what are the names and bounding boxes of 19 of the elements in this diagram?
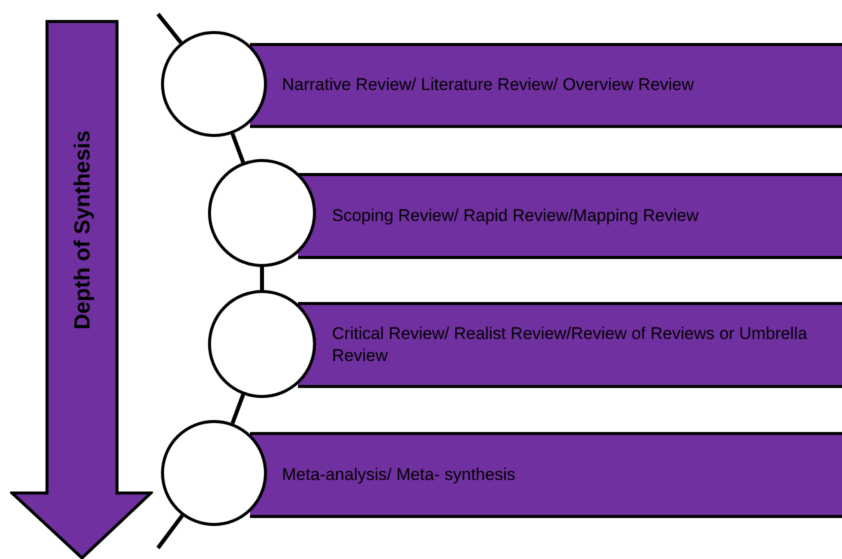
bar-text: Meta-analysis/ Meta- synthesis [282,464,516,486]
connector-line [260,267,264,290]
bar-text: Narrative Review/ Literature Review/ Overview Review [282,74,695,96]
review-type-bar [250,43,842,128]
review-type-bar [298,173,842,259]
connector-line [156,12,182,44]
circle-marker [208,159,316,267]
circle-marker [208,290,316,398]
arrow-label: Depth of Synthesis [68,130,96,330]
bar-text: Scoping Review/ Rapid Review/Mapping Review [332,204,700,227]
circle-marker [161,420,267,526]
connector-line [230,394,246,424]
connector-line [156,514,184,550]
connector-line [230,132,246,164]
review-type-bar [250,432,842,518]
circle-marker [161,31,267,137]
down-arrow [10,20,153,559]
bar-text: Critical Review/ Realist Review/Review of Reviews or Umbrella Review [332,322,808,367]
review-type-bar [298,302,842,388]
